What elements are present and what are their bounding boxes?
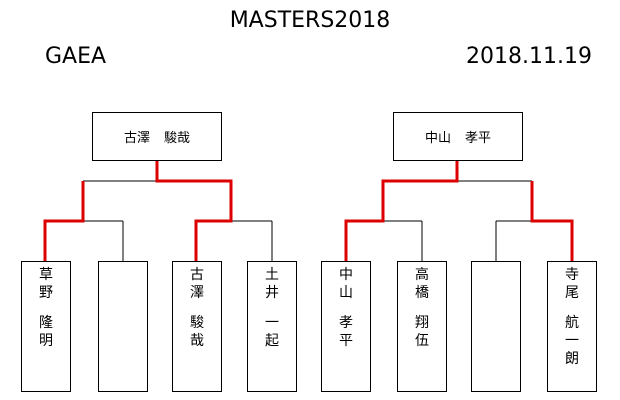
player-family-char: 尾 — [565, 285, 579, 301]
player-box: 草 野 隆 明 — [21, 261, 71, 392]
player-box: 古 澤 駿 哉 — [172, 261, 222, 392]
player-given-char: 翔 — [415, 315, 429, 331]
winner-box-left: 古澤 駿哉 — [92, 112, 222, 161]
bracket-winner-paths — [43, 161, 574, 261]
player-given-char: 航 — [565, 315, 579, 331]
player-given-char: 一 — [565, 333, 579, 349]
winner-given-name: 駿哉 — [164, 131, 191, 146]
player-given-char: 一 — [265, 315, 279, 331]
player-family-char: 井 — [265, 285, 279, 301]
player-family-char: 山 — [339, 285, 353, 301]
player-family-char: 澤 — [190, 285, 204, 301]
player-given-char: 平 — [339, 333, 353, 349]
event-date: 2018.11.19 — [466, 44, 592, 69]
winner-box-right: 中山 孝平 — [393, 112, 523, 161]
player-given-char: 起 — [265, 333, 279, 349]
player-given-char: 孝 — [339, 315, 353, 331]
player-family-char: 橋 — [415, 285, 429, 301]
player-given-char: 駿 — [190, 315, 204, 331]
winner-family-name: 中山 — [424, 131, 451, 146]
player-given-char: 朗 — [565, 351, 579, 367]
player-box-empty — [471, 261, 521, 392]
player-family-char: 高 — [415, 267, 429, 283]
player-family-char: 寺 — [565, 267, 579, 283]
player-given-char: 伍 — [415, 333, 429, 349]
player-given-char: 哉 — [190, 333, 204, 349]
winner-family-name: 古澤 — [123, 131, 150, 146]
player-box: 中 山 孝 平 — [321, 261, 371, 392]
player-family-char: 古 — [190, 267, 204, 283]
player-family-char: 草 — [39, 267, 53, 283]
bracket-black-lines — [45, 180, 572, 261]
player-given-char: 明 — [39, 333, 53, 349]
organization-name: GAEA — [45, 44, 107, 69]
player-family-char: 中 — [339, 267, 353, 283]
player-box: 土 井 一 起 — [247, 261, 297, 392]
winner-given-name: 孝平 — [465, 131, 492, 146]
player-family-char: 野 — [39, 285, 53, 301]
player-box: 高 橋 翔 伍 — [397, 261, 447, 392]
tournament-title: MASTERS2018 — [229, 8, 391, 33]
player-family-char: 土 — [265, 267, 279, 283]
player-given-char: 隆 — [39, 315, 53, 331]
player-box: 寺 尾 航 一 朗 — [547, 261, 597, 392]
player-box-empty — [98, 261, 148, 392]
